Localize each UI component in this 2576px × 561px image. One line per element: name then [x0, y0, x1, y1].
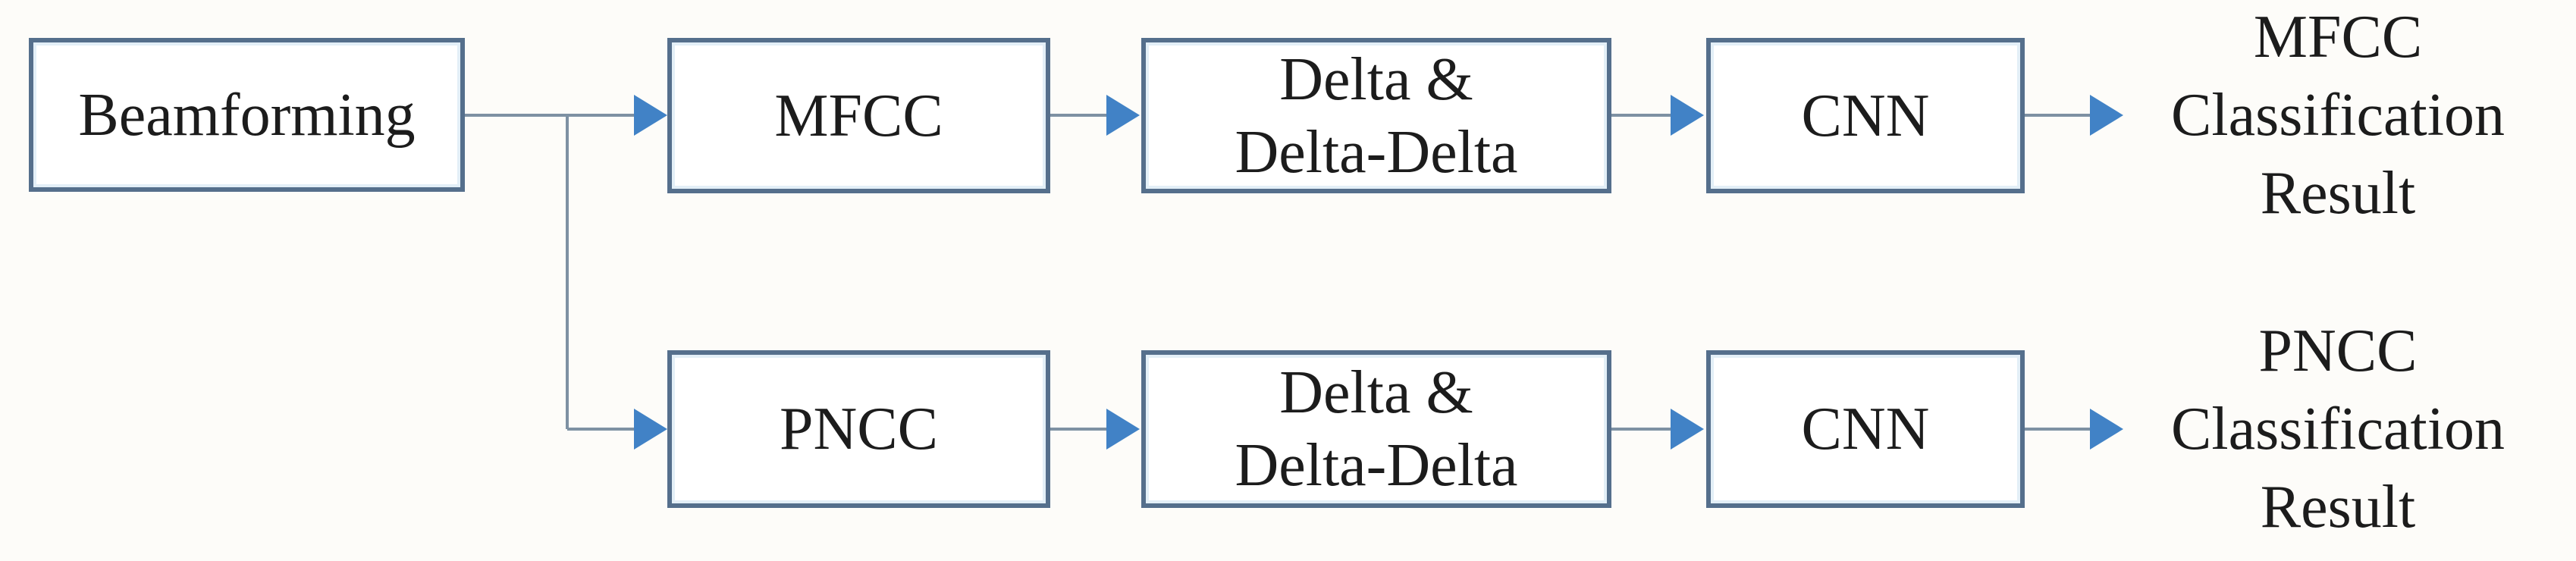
arrowhead-into-result-bottom-icon	[2090, 409, 2123, 450]
arrowhead-into-cnn-top-icon	[1671, 95, 1704, 136]
connector-mfcc-to-delta-line	[1050, 114, 1111, 117]
arrowhead-into-delta-top-icon	[1106, 95, 1140, 136]
connector-delta-to-cnn-bottom-line	[1611, 428, 1674, 431]
pncc-box: PNCC	[667, 350, 1050, 508]
connector-cnn-to-result-top-line	[2025, 114, 2094, 117]
mfcc-box: MFCC	[667, 38, 1050, 193]
pncc-classification-result-label: PNCC Classification Result	[2171, 318, 2505, 541]
connector-branch-to-pncc-line	[567, 428, 639, 431]
connector-pncc-to-delta-line	[1050, 428, 1111, 431]
arrowhead-into-cnn-bottom-icon	[1671, 409, 1704, 450]
cnn-top-box: CNN	[1706, 38, 2025, 193]
arrowhead-into-mfcc-icon	[634, 95, 667, 136]
connector-beamforming-out-line	[465, 114, 639, 117]
arrowhead-into-pncc-icon	[634, 409, 667, 450]
delta-delta-delta-top-box: Delta & Delta-Delta	[1141, 38, 1611, 193]
connector-branch-vertical-line	[566, 115, 569, 429]
connector-cnn-to-result-bottom-line	[2025, 428, 2094, 431]
cnn-bottom-box: CNN	[1706, 350, 2025, 508]
connector-delta-to-cnn-top-line	[1611, 114, 1674, 117]
arrowhead-into-result-top-icon	[2090, 95, 2123, 136]
mfcc-classification-result-label: MFCC Classification Result	[2171, 4, 2505, 227]
beamforming-box: Beamforming	[29, 38, 465, 192]
arrowhead-into-delta-bottom-icon	[1106, 409, 1140, 450]
delta-delta-delta-bottom-box: Delta & Delta-Delta	[1141, 350, 1611, 508]
